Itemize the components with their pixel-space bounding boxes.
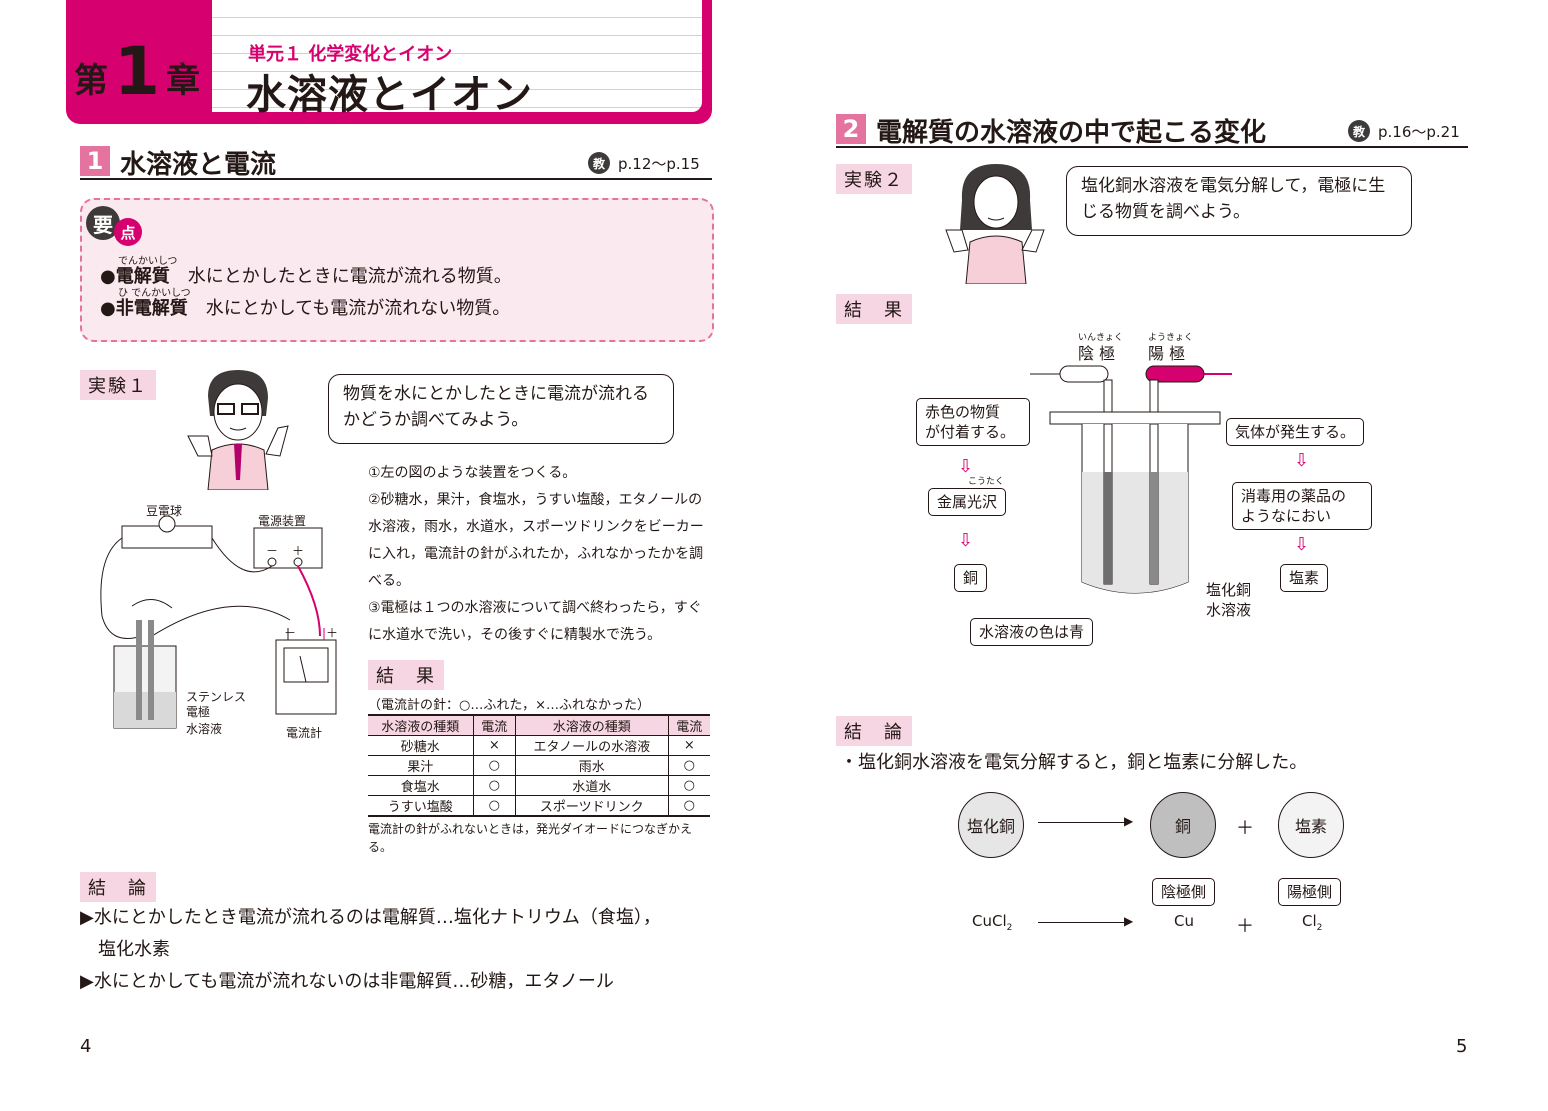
key-point-icon-badge: 点 — [114, 218, 142, 246]
procedure-step: ③電極は１つの水溶液について調べ終わったら，すぐに水道水で洗い，その後すぐに精製… — [368, 600, 702, 643]
ruby: ようきょく — [1148, 333, 1194, 343]
conclusion-line: ▶水にとかしても電流が流れないのは非電解質…砂糖，エタノール — [80, 971, 614, 992]
conclusion-text: ・塩化銅水溶液を電気分解すると，銅と塩素に分解した。 — [840, 752, 1308, 773]
label-solution: 水溶液 — [186, 722, 223, 736]
result-tag: 結 果 — [836, 294, 912, 324]
ruby: いんきょく — [1078, 333, 1124, 343]
procedure-step: ①左の図のような装置をつくる。 — [368, 465, 577, 481]
label-cathode: 陰 極 — [1078, 344, 1116, 363]
procedure-steps: ①左の図のような装置をつくる。 ②砂糖水，果汁，食塩水，うすい塩酸，エタノールの… — [368, 460, 712, 649]
observation-box: 赤色の物質 が付着する。 — [916, 398, 1030, 446]
observation-box: 塩素 — [1280, 564, 1329, 592]
arrow-down-icon: ⇩ — [1294, 450, 1310, 471]
reactant-circle: 塩化銅 — [958, 792, 1024, 858]
ruby: ひ でんかいしつ — [118, 288, 191, 299]
formula-copper: Cu — [1174, 912, 1194, 930]
electrolysis-diagram — [1030, 365, 1232, 594]
table-row: 砂糖水×エタノールの水溶液× — [368, 735, 710, 756]
teacher-illustration — [187, 370, 289, 490]
textbook-reference: 教 p.12～p.15 — [588, 152, 700, 174]
observation-box: 気体が発生する。 — [1226, 418, 1365, 446]
section-rule — [80, 178, 712, 180]
label-anode: 陽 極 — [1148, 344, 1186, 363]
label-meter-minus: － — [284, 626, 297, 640]
label-electrode: ステンレス 電極 — [186, 690, 247, 719]
label-power-minus: － — [266, 544, 279, 558]
page-number: 5 — [1456, 1036, 1468, 1057]
chapter-number: 第 1 章 — [74, 33, 200, 110]
observation-box: 消毒用の薬品の ようなにおい — [1232, 482, 1372, 530]
table-header: 電流 — [667, 714, 710, 736]
table-row: 食塩水○水道水○ — [368, 775, 710, 796]
arrow-down-icon: ⇩ — [958, 530, 974, 551]
table-header-row: 水溶液の種類 電流 水溶液の種類 電流 — [368, 714, 710, 736]
result-legend: （電流計の針：○…ふれた，×…ふれなかった） — [368, 698, 650, 713]
experiment-tag: 実験２ — [836, 164, 912, 194]
section-rule — [836, 146, 1468, 148]
apparatus-diagram — [100, 515, 337, 729]
label-bulb: 豆電球 — [146, 504, 183, 518]
experiment-tag: 実験１ — [80, 370, 156, 400]
conclusion-line: 塩化水素 — [80, 939, 170, 960]
textbook-icon: 教 — [1348, 120, 1370, 142]
table-header: 水溶液の種類 — [515, 714, 669, 736]
key-point-box — [80, 198, 714, 342]
formula-reactant: CuCl2 — [972, 912, 1013, 933]
product-circle-chlorine: 塩素 — [1278, 792, 1344, 858]
product-circle-copper: 銅 — [1150, 792, 1216, 858]
conclusion-tag: 結 論 — [836, 716, 912, 746]
textbook-icon: 教 — [588, 152, 610, 174]
table-header: 電流 — [472, 714, 516, 736]
speech-bubble: 物質を水にとかしたときに電流が流れるかどうか調べてみよう。 — [328, 374, 674, 444]
section-number: 2 — [836, 114, 866, 144]
conclusion-line: ▶水にとかしたとき電流が流れるのは電解質…塩化ナトリウム（食塩）， — [80, 907, 661, 928]
table-header: 水溶液の種類 — [368, 714, 474, 736]
speech-bubble: 塩化銅水溶液を電気分解して，電極に生じる物質を調べよう。 — [1066, 166, 1412, 236]
reaction-arrow — [1038, 922, 1130, 923]
side-label: 陰極側 — [1152, 878, 1216, 906]
chapter-title-panel — [212, 0, 702, 112]
reaction-arrow — [1038, 822, 1130, 823]
side-label: 陽極側 — [1278, 878, 1342, 906]
label-power-supply: 電源装置 — [258, 514, 307, 528]
unit-label: 単元１ 化学変化とイオン — [248, 44, 453, 65]
section-title: 水溶液と電流 — [120, 150, 277, 180]
label-power-plus: ＋ — [292, 544, 305, 558]
key-point-item: ●電解質 水にとかしたときに電流が流れる物質。 — [100, 266, 512, 287]
conclusion-text: ▶水にとかしたとき電流が流れるのは電解質…塩化ナトリウム（食塩）， 塩化水素 ▶… — [80, 902, 720, 998]
observation-box: 金属光沢 — [928, 488, 1007, 516]
result-note: 電流計の針がふれないときは，発光ダイオードにつなぎかえる。 — [368, 822, 693, 854]
result-table: 水溶液の種類 電流 水溶液の種類 電流 砂糖水×エタノールの水溶液× 果汁○雨水… — [368, 714, 710, 817]
arrow-down-icon: ⇩ — [1294, 534, 1310, 555]
label-ammeter: 電流計 — [286, 726, 323, 740]
plus-sign: ＋ — [1236, 916, 1254, 937]
ruby: でんかいしつ — [118, 256, 178, 267]
procedure-step: ②砂糖水，果汁，食塩水，うすい塩酸，エタノールの水溶液，雨水，水道水，スポーツド… — [368, 492, 704, 589]
woman-illustration — [945, 164, 1045, 284]
observation-box: 銅 — [954, 564, 988, 592]
section-number: 1 — [80, 146, 110, 176]
page-number: 4 — [80, 1036, 92, 1057]
conclusion-tag: 結 論 — [80, 872, 156, 902]
table-row: 果汁○雨水○ — [368, 755, 710, 776]
label-copper-chloride-solution: 塩化銅 水溶液 — [1206, 581, 1252, 619]
plus-sign: ＋ — [1236, 818, 1254, 839]
label-meter-plus: ＋ — [326, 626, 339, 640]
textbook-reference: 教 p.16～p.21 — [1348, 120, 1460, 142]
arrow-head-icon: ▶ — [1124, 814, 1134, 828]
arrow-head-icon: ▶ — [1124, 914, 1134, 928]
formula-chlorine: Cl2 — [1302, 912, 1323, 933]
observation-box: 水溶液の色は青 — [970, 618, 1094, 646]
ruby: こうたく — [968, 477, 1005, 487]
section-title: 電解質の水溶液の中で起こる変化 — [876, 118, 1267, 148]
result-tag: 結 果 — [368, 660, 444, 690]
key-point-item: ●非電解質 水にとかしても電流が流れない物質。 — [100, 298, 511, 319]
arrow-down-icon: ⇩ — [958, 456, 974, 477]
table-row: うすい塩酸○スポーツドリンク○ — [368, 795, 710, 817]
chapter-title: 水溶液とイオン — [246, 72, 533, 118]
